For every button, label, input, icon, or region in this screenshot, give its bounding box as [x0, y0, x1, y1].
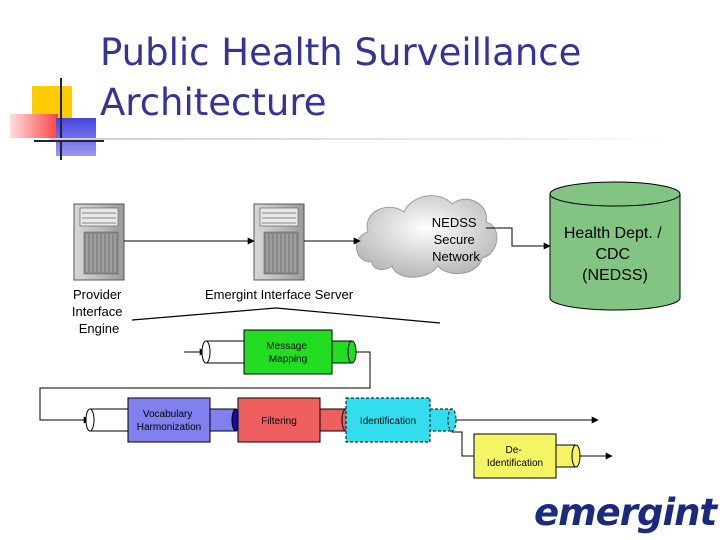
health-dept-database — [549, 181, 681, 311]
decorative-red-bar — [10, 114, 58, 138]
decorative-vertical-line — [60, 78, 62, 160]
vocabulary-harmonization-pipe — [127, 397, 241, 443]
pipeline-assembly — [85, 397, 457, 443]
decorative-horizontal-line — [34, 140, 104, 142]
provider-engine-label: Provider Interface Engine — [72, 287, 126, 336]
arrow-network-to-database — [486, 227, 551, 250]
emergint-logo: emergint — [534, 491, 717, 534]
interface-server-label: Emergint Interface Server — [205, 287, 354, 302]
provider-server-icon — [73, 203, 125, 281]
de-identification-pipe — [473, 433, 581, 479]
message-mapping-pipe — [201, 329, 357, 375]
slide-title-line1: Public Health Surveillance — [100, 31, 582, 74]
title-underline — [50, 138, 670, 140]
arrow-mapping-to-vocabulary — [39, 351, 371, 424]
interface-server-icon — [253, 203, 305, 281]
decorative-blue-square — [56, 118, 96, 156]
message-mapping-label: Message Mapping — [266, 341, 309, 365]
identification-pipe — [345, 397, 457, 443]
network-cloud-icon — [356, 195, 498, 278]
zoom-line-left — [131, 307, 277, 321]
network-label: NEDSS Secure Network — [432, 215, 481, 264]
slide-title-line2: Architecture — [100, 81, 327, 124]
vocabulary-harmonization-label: Vocabulary Harmonization — [137, 409, 201, 433]
filtering-pipe — [237, 397, 351, 443]
filtering-label: Filtering — [261, 416, 297, 427]
database-label: Health Dept. / CDC (NEDSS) — [564, 225, 666, 284]
database-body — [549, 194, 681, 311]
logo-text: emergint — [534, 491, 717, 534]
de-identification-label: De- Identification — [487, 445, 543, 469]
zoom-line-right — [275, 307, 441, 324]
identification-label: Identification — [360, 416, 416, 427]
database-top — [549, 181, 681, 207]
slide-title: Public Health Surveillance Architecture — [100, 28, 700, 128]
